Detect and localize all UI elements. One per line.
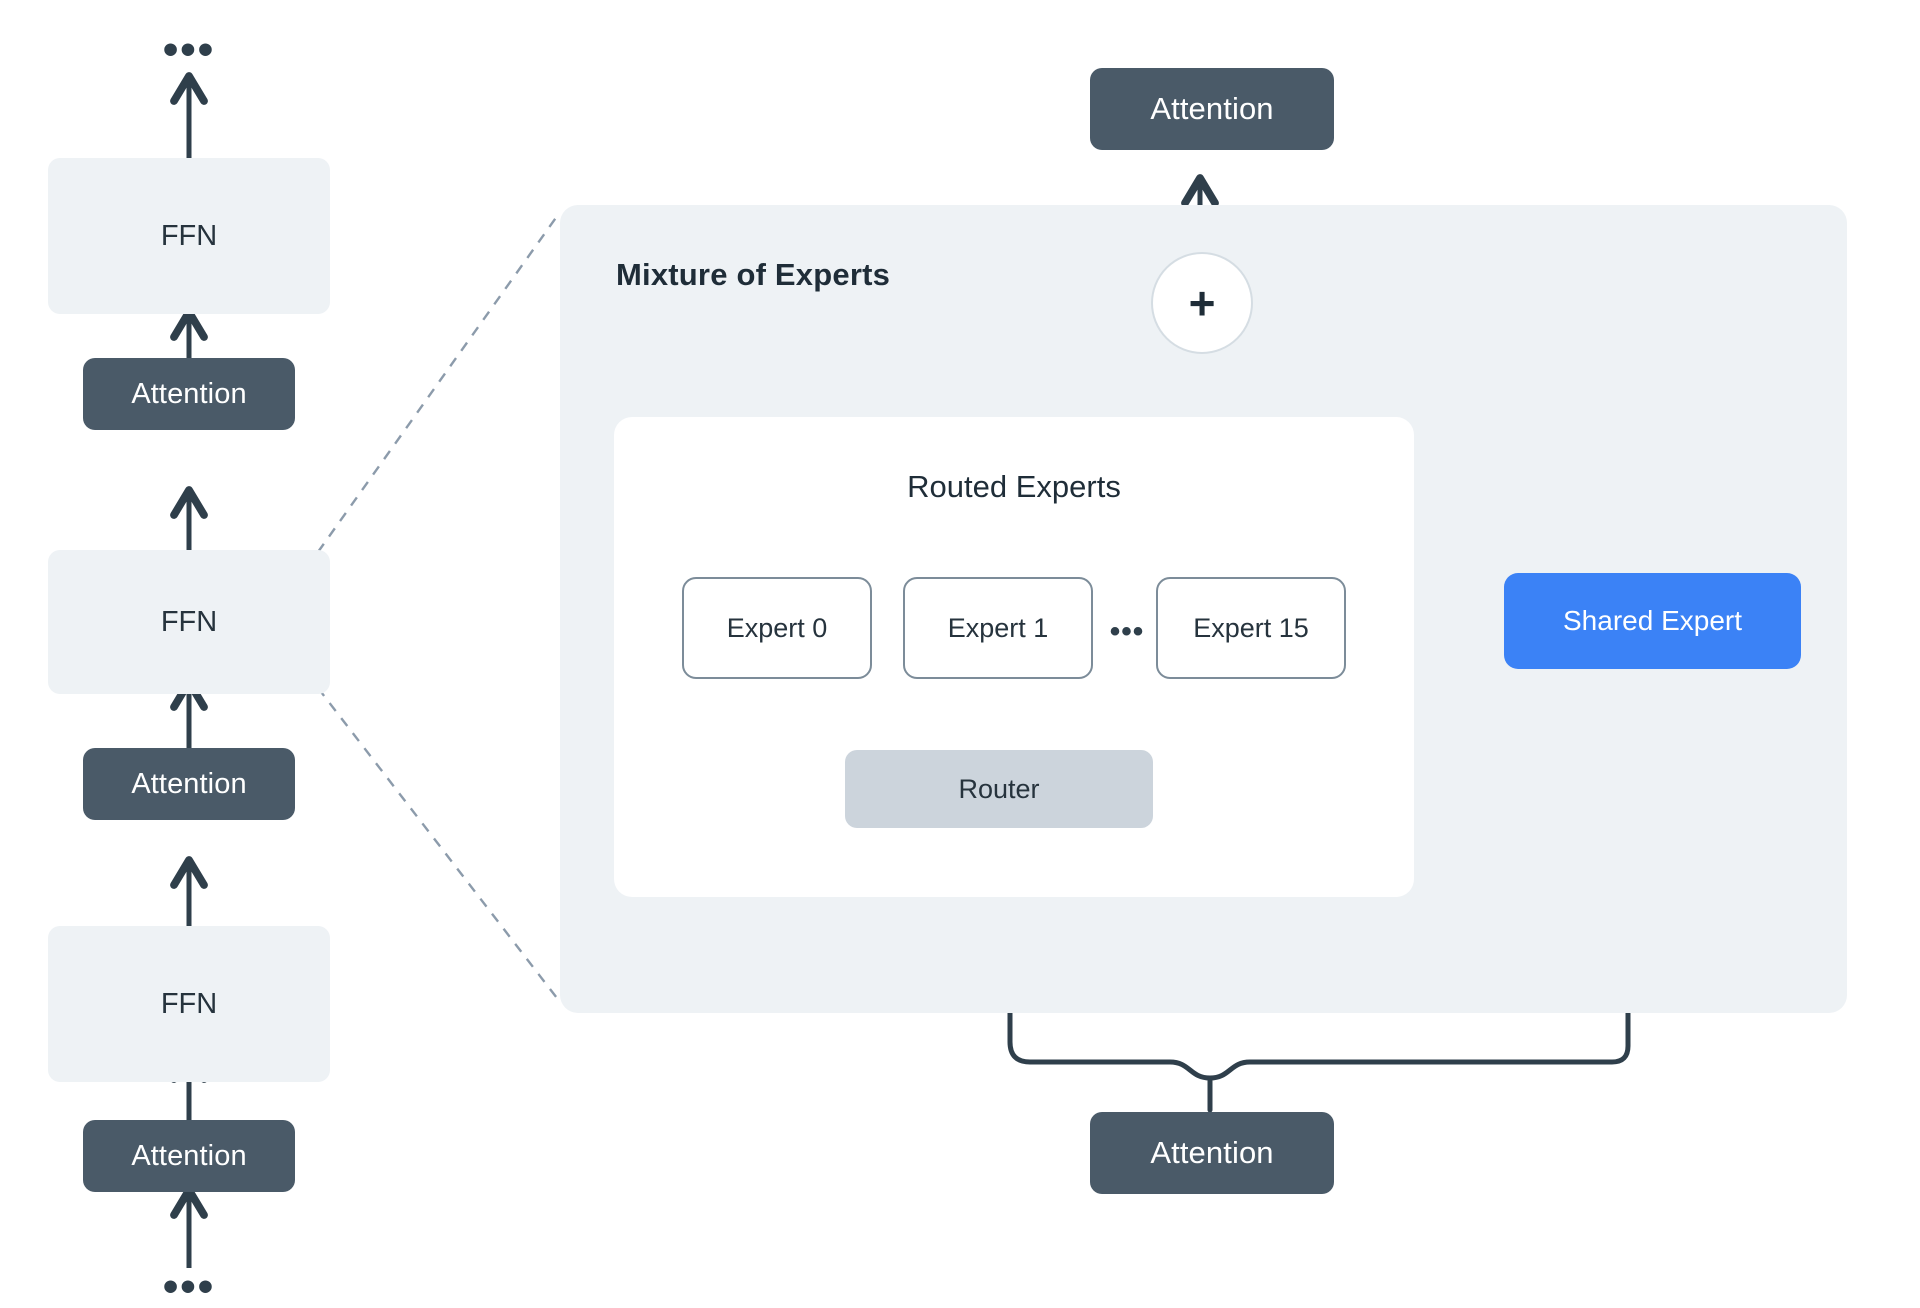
left-stack-top-ellipsis: •••: [162, 25, 216, 75]
expert-list-ellipsis: •••: [1109, 615, 1145, 648]
dashed-connector-bottom: [317, 687, 561, 1003]
moe-bottom-attention: Attention: [1090, 1112, 1334, 1194]
moe-top-attention: Attention: [1090, 68, 1334, 150]
bottom-attention-fanout: [1007, 707, 1631, 1113]
zoom-connector-lines: [317, 211, 561, 1003]
shared-expert-block[interactable]: Shared Expert: [1504, 573, 1801, 669]
expert-chip-15[interactable]: Expert 15: [1156, 577, 1346, 679]
sum-node: +: [1151, 252, 1253, 354]
left-stack-ffn-1: FFN: [48, 158, 330, 314]
routed-experts-title: Routed Experts: [907, 469, 1121, 504]
left-stack-ffn-3: FFN: [48, 926, 330, 1082]
left-stack-attention-3: Attention: [83, 1120, 295, 1192]
plus-icon: +: [1188, 277, 1216, 329]
expert-chip-0[interactable]: Expert 0: [682, 577, 872, 679]
dashed-connector-top: [317, 211, 561, 553]
left-stack-bottom-ellipsis: •••: [162, 1262, 216, 1308]
left-stack-attention-2: Attention: [83, 748, 295, 820]
line-bottom-attention-to-shared-expert: [1207, 707, 1631, 1081]
mixture-of-experts-title: Mixture of Experts: [616, 257, 891, 292]
line-bottom-attention-to-router: [1007, 907, 1213, 1081]
left-stack-ffn-2: FFN: [48, 550, 330, 694]
left-stack-attention-1: Attention: [83, 358, 295, 430]
router-block[interactable]: Router: [845, 750, 1153, 828]
expert-chip-1[interactable]: Expert 1: [903, 577, 1093, 679]
